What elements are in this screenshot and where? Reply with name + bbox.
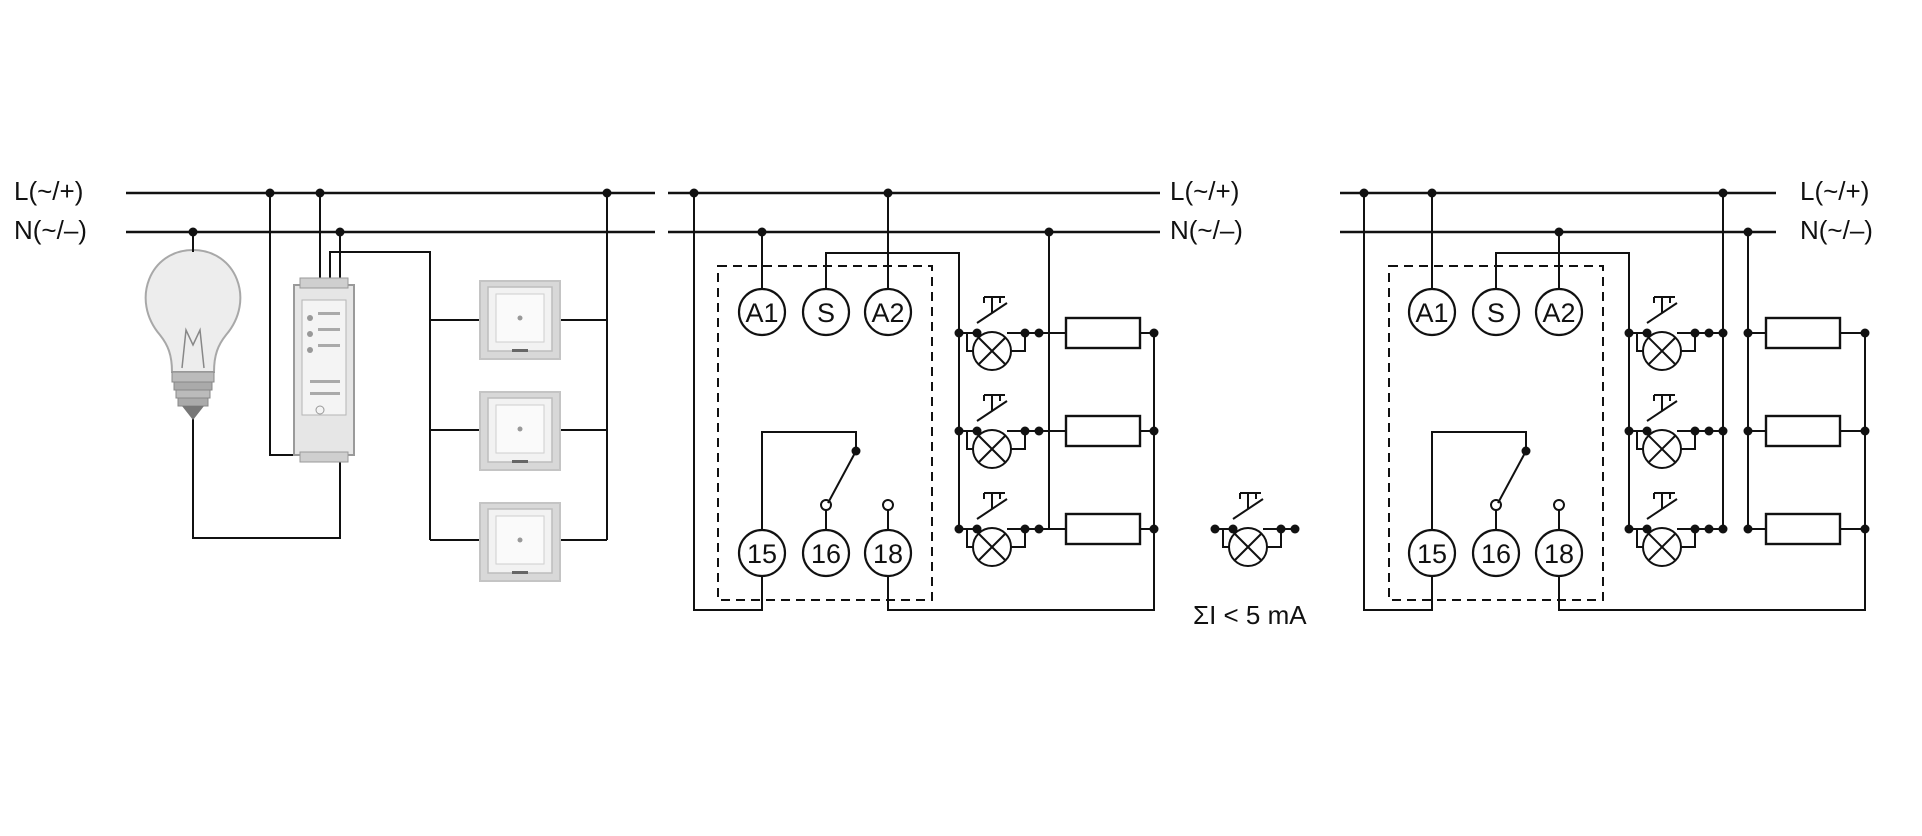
leakage-current-note: ΣI < 5 mA (1193, 600, 1307, 630)
load-resistor-3 (1064, 512, 1142, 546)
terminal-15: 15 (1407, 528, 1457, 578)
load-resistor-3 (1764, 512, 1842, 546)
load-resistor-1 (1764, 316, 1842, 350)
terminal-a1: A1 (737, 287, 787, 337)
svg-text:16: 16 (811, 539, 841, 569)
illuminated-pushbutton-1 (953, 296, 1045, 371)
terminal-18: 18 (863, 528, 913, 578)
svg-text:A1: A1 (745, 298, 778, 328)
svg-text:18: 18 (873, 539, 903, 569)
terminal-16: 16 (1471, 528, 1521, 578)
load-resistor-2 (1764, 414, 1842, 448)
rail-label-line: L(~/+) (1800, 176, 1869, 206)
load-resistor-2 (1064, 414, 1142, 448)
illuminated-pushbutton-3 (953, 492, 1045, 567)
rail-label-neutral: N(~/–) (14, 215, 87, 245)
svg-text:A2: A2 (1542, 298, 1575, 328)
legend-illuminated-pushbutton: ΣI < 5 mA (1193, 492, 1307, 630)
illuminated-pushbutton-2 (953, 394, 1045, 469)
wall-pushbutton-1 (479, 280, 561, 360)
svg-text:16: 16 (1481, 539, 1511, 569)
svg-text:A2: A2 (871, 298, 904, 328)
rail-label-line: L(~/+) (14, 176, 83, 206)
light-bulb-icon (144, 248, 242, 420)
wall-pushbutton-2 (479, 391, 561, 471)
rail-label-neutral: N(~/–) (1800, 215, 1873, 245)
terminal-16: 16 (801, 528, 851, 578)
svg-text:15: 15 (747, 539, 777, 569)
terminal-a1: A1 (1407, 287, 1457, 337)
svg-text:A1: A1 (1415, 298, 1448, 328)
svg-text:S: S (817, 298, 835, 328)
load-resistor-1 (1064, 316, 1142, 350)
terminal-s: S (801, 287, 851, 337)
terminal-a2: A2 (1534, 287, 1584, 337)
panel-schematic-1: L(~/+) N(~/–) A1 S A2 (668, 176, 1243, 611)
terminal-15: 15 (737, 528, 787, 578)
svg-text:S: S (1487, 298, 1505, 328)
panel-pictorial: L(~/+) N(~/–) (14, 176, 655, 582)
svg-text:15: 15 (1417, 539, 1447, 569)
illuminated-pushbutton-1 (1623, 296, 1715, 371)
svg-text:18: 18 (1544, 539, 1574, 569)
illuminated-pushbutton-3 (1623, 492, 1715, 567)
terminal-s: S (1471, 287, 1521, 337)
illuminated-pushbutton-2 (1623, 394, 1715, 469)
terminal-18: 18 (1534, 528, 1584, 578)
wall-pushbutton-3 (479, 502, 561, 582)
rail-label-line: L(~/+) (1170, 176, 1239, 206)
terminal-a2: A2 (863, 287, 913, 337)
rail-label-neutral: N(~/–) (1170, 215, 1243, 245)
illuminated-pushbutton-icon (1209, 492, 1301, 567)
din-relay-device (293, 277, 355, 463)
panel-schematic-2: L(~/+) N(~/–) A1 S A2 15 (1340, 176, 1873, 611)
